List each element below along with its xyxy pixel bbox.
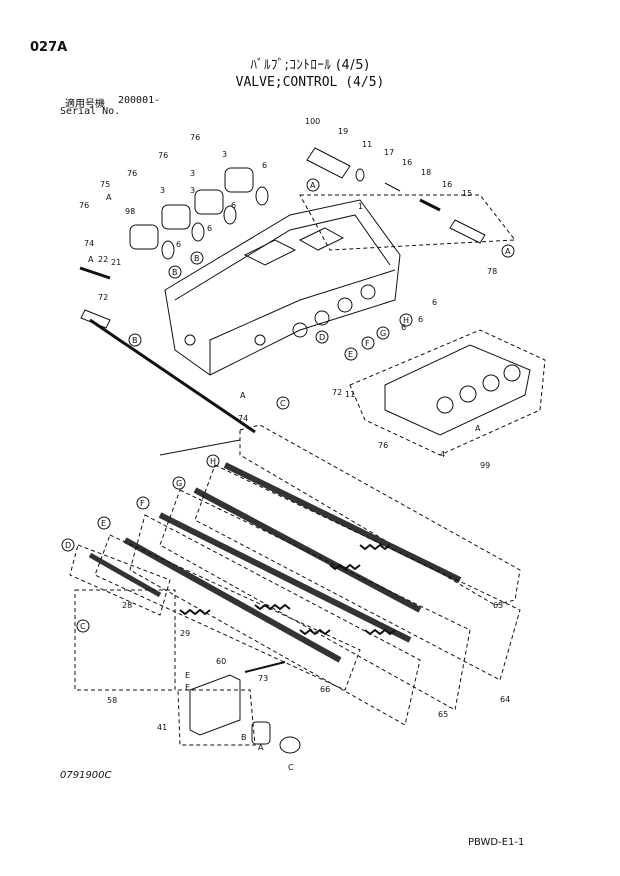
part-label: 76 <box>127 169 137 178</box>
part-label: 16 <box>402 158 412 167</box>
circle-letter: B <box>194 254 200 263</box>
circle-letter-group: A A B B C D E F G H B C D E F G H <box>61 178 515 633</box>
part-label: C <box>288 763 294 772</box>
part-label: A <box>240 391 246 400</box>
top-spool-assembly <box>299 147 516 251</box>
part-label: 99 <box>480 461 490 470</box>
part-label: 78 <box>487 267 497 276</box>
part-label: 66 <box>320 685 330 694</box>
part-label: 4 <box>440 450 445 459</box>
part-label: 73 <box>258 674 268 683</box>
part-label: 75 <box>100 180 110 189</box>
part-label: E <box>185 683 190 692</box>
part-label: 100 <box>305 117 320 126</box>
part-label: E <box>185 671 190 680</box>
part-label: 15 <box>462 189 472 198</box>
part-label: 72 <box>98 293 108 302</box>
part-label: 3 <box>160 186 165 195</box>
part-label: A <box>88 255 94 264</box>
part-label: 74 <box>84 239 94 248</box>
part-labels: 100 19 11 17 16 18 16 15 76 76 3 76 3 6 … <box>79 117 510 772</box>
part-label: 76 <box>190 133 200 142</box>
part-label: 28 <box>122 601 132 610</box>
part-label: 6 <box>418 315 423 324</box>
circle-letter: E <box>348 350 353 359</box>
circle-letter: B <box>172 268 178 277</box>
circle-letter: A <box>505 247 511 256</box>
part-label: 22 <box>98 255 108 264</box>
serial-label-english: Serial No. <box>60 106 121 117</box>
part-label: 11 <box>362 140 372 149</box>
part-label: 60 <box>216 657 226 666</box>
part-label: 6 <box>401 323 406 332</box>
part-label: A <box>258 743 264 752</box>
part-label: 29 <box>180 629 190 638</box>
springs <box>179 543 396 636</box>
spool-rows <box>69 462 521 726</box>
part-label: 63 <box>493 601 503 610</box>
part-label: 6 <box>207 224 212 233</box>
part-label: 1 <box>358 202 363 211</box>
circle-letter: D <box>65 541 71 550</box>
part-label: 21 <box>111 258 121 267</box>
circle-letter: D <box>319 333 325 342</box>
part-label: 65 <box>438 710 448 719</box>
part-label: 6 <box>231 201 236 210</box>
circle-letter: F <box>365 339 370 348</box>
circle-letter: A <box>310 181 316 190</box>
circle-letter: B <box>132 336 138 345</box>
part-label: 16 <box>442 180 452 189</box>
bottom-block <box>177 661 301 754</box>
part-label: B <box>241 733 247 742</box>
circle-letter: F <box>140 499 145 508</box>
part-label: 3 <box>190 169 195 178</box>
circle-letter: G <box>380 329 386 338</box>
part-label: 3 <box>222 150 227 159</box>
part-label: 6 <box>262 161 267 170</box>
part-label: 64 <box>500 695 510 704</box>
part-label: 17 <box>384 148 394 157</box>
part-label: 72 <box>332 388 342 397</box>
valve-body <box>164 199 401 376</box>
serial-label-japanese: 適用号機 <box>65 99 105 110</box>
part-label: 76 <box>158 151 168 160</box>
serial-value: 200001- <box>118 95 161 106</box>
part-label: 58 <box>107 696 117 705</box>
circle-letter: H <box>210 457 216 466</box>
circle-letter: C <box>280 399 286 408</box>
part-label: A <box>106 193 112 202</box>
part-label: 18 <box>421 168 431 177</box>
part-label: 76 <box>378 441 388 450</box>
part-label: 6 <box>176 240 181 249</box>
end-cover <box>349 329 546 456</box>
circle-letter: G <box>176 479 182 488</box>
part-label: 76 <box>79 201 89 210</box>
drawing-number: 0791900C <box>60 770 112 781</box>
footer-code: PBWD-E1-1 <box>468 837 525 848</box>
part-label: 19 <box>338 127 348 136</box>
circle-letter: H <box>403 316 409 325</box>
circle-letter: C <box>80 622 86 631</box>
page-code: 027A <box>30 40 68 55</box>
part-label: 98 <box>125 207 135 216</box>
circle-letter: E <box>101 519 106 528</box>
part-label: 41 <box>157 723 167 732</box>
part-label: 3 <box>190 186 195 195</box>
part-label: 11 <box>345 390 355 399</box>
left-caps <box>79 167 269 329</box>
part-label: A <box>475 424 481 433</box>
part-label: 6 <box>432 298 437 307</box>
part-label: 74 <box>238 414 248 423</box>
title-japanese: ﾊﾞﾙﾌﾞ;ｺﾝﾄﾛｰﾙ (4/5) <box>250 58 370 73</box>
title-english: VALVE;CONTROL (4/5) <box>235 75 385 90</box>
